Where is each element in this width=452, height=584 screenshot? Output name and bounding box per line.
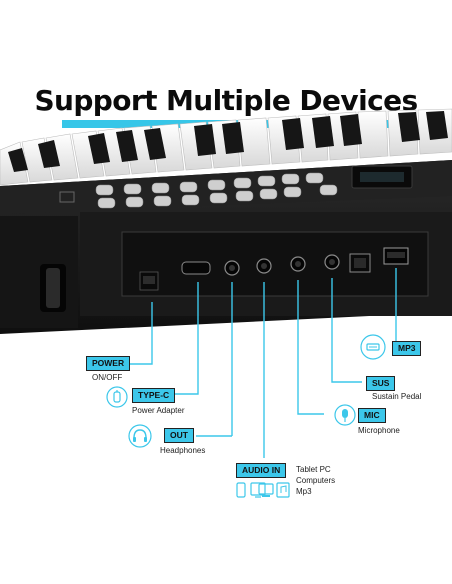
usb-type-c-icon xyxy=(106,386,128,413)
sus-tag: SUS xyxy=(366,376,396,391)
usb-drive-icon xyxy=(360,334,386,365)
tablet-icon xyxy=(250,482,266,503)
microphone-icon xyxy=(334,404,356,431)
mic-desc: Microphone xyxy=(358,426,400,435)
audioin-desc-3: Mp3 xyxy=(296,487,312,496)
pointer-lines xyxy=(128,268,410,458)
audioin-desc-1: Tablet PC xyxy=(296,465,331,474)
out-desc: Headphones xyxy=(160,446,206,455)
mic-tag: MIC xyxy=(358,408,386,423)
audioin-desc-2: Computers xyxy=(296,476,336,485)
power-tag: POWER xyxy=(86,356,131,371)
sus-desc: Sustain Pedal xyxy=(372,392,422,401)
out-tag: OUT xyxy=(164,428,194,443)
black-keys xyxy=(8,111,448,172)
headphones-icon xyxy=(128,424,152,453)
typec-desc: Power Adapter xyxy=(132,406,185,415)
mp3-tag: MP3 xyxy=(392,341,422,356)
ports xyxy=(139,247,409,291)
page-title: Support Multiple Devices xyxy=(34,84,418,117)
phone-icon xyxy=(236,482,246,503)
power-desc: ON/OFF xyxy=(92,373,123,382)
control-buttons xyxy=(95,172,338,209)
music-file-icon xyxy=(276,482,290,503)
typec-tag: TYPE-C xyxy=(132,388,176,403)
audioin-tag: AUDIO IN xyxy=(236,463,287,478)
computer-icon xyxy=(258,482,274,503)
